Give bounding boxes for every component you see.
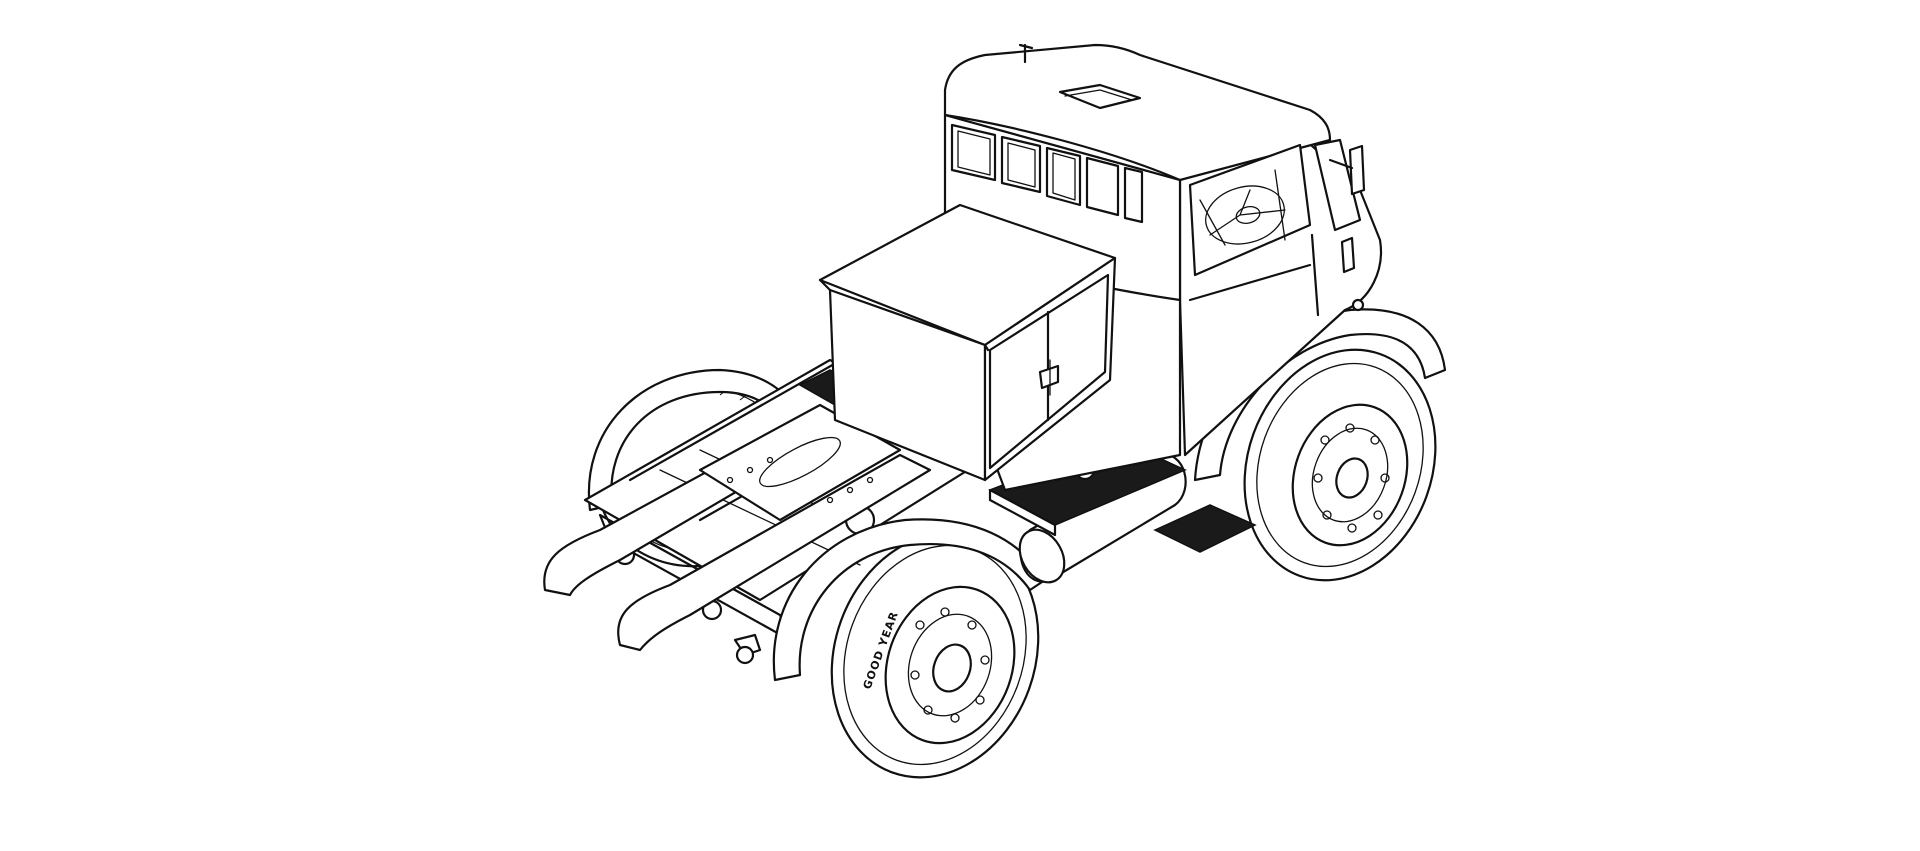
front-right-wheel — [1243, 348, 1437, 582]
rear-right-wheel: GOOD YEAR — [830, 531, 1040, 779]
side-door-window — [1188, 143, 1312, 277]
cab — [943, 43, 1383, 492]
roof-antenna — [1018, 43, 1034, 64]
cabinet-latch — [1038, 364, 1060, 390]
door-handle — [1340, 236, 1356, 274]
front-wheel-lug-nuts — [1313, 423, 1390, 533]
roof-vent — [1058, 83, 1142, 110]
rear-wheel-lug-nuts — [910, 607, 990, 723]
fifth-wheel-coupling — [543, 403, 932, 665]
cabinet-doors — [988, 273, 1110, 470]
side-mirror — [1348, 144, 1366, 196]
lower-step — [1153, 504, 1257, 553]
storage-cabinet — [818, 203, 1117, 482]
cab-roof — [943, 43, 1332, 182]
steering-wheel — [1205, 185, 1285, 245]
door-seam — [1310, 233, 1320, 317]
windshield — [1313, 138, 1362, 232]
rear-windows — [950, 123, 1144, 224]
running-board-frame — [988, 488, 1057, 537]
